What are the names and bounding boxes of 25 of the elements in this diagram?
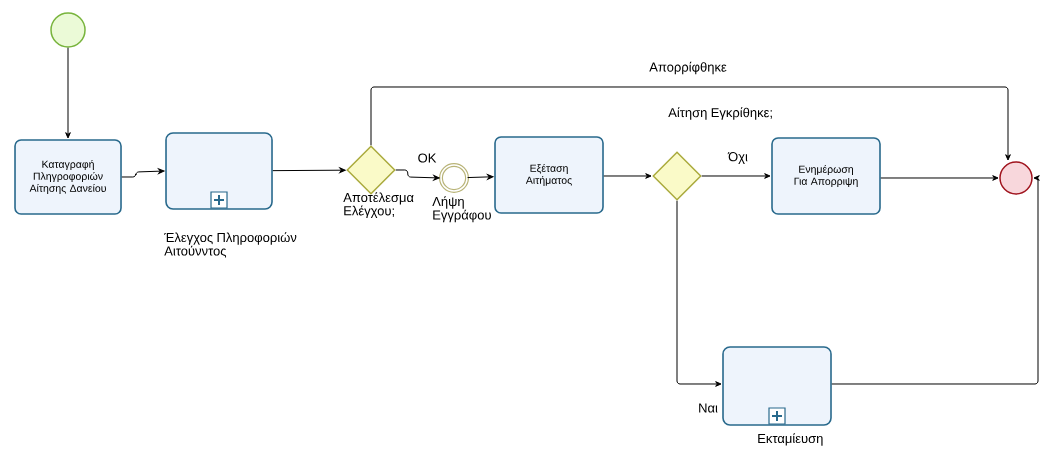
task-box: Καταγραφή Πληγροφοριών Αίτησης Δανείου xyxy=(14,139,122,215)
arrow xyxy=(467,174,494,180)
arrow xyxy=(831,175,1040,385)
task-box: Ενημέρωση Για Απορριψη xyxy=(771,137,881,215)
node-label: Εκταμίευση xyxy=(758,433,823,446)
edge-label: OK xyxy=(416,152,438,164)
task-box: Εξέταση Αιτήματος xyxy=(494,136,604,214)
node-label: Αίτηση Εγκρίθηκε; xyxy=(668,107,772,120)
arrow xyxy=(701,173,771,179)
edge-label: Απορρίφθηκε xyxy=(648,60,728,76)
arrow xyxy=(880,175,999,181)
arrow xyxy=(395,169,440,181)
edge-label: Όχι xyxy=(727,151,749,165)
arrow xyxy=(676,200,722,387)
arrow xyxy=(121,168,165,178)
arrow xyxy=(272,167,346,174)
arrow xyxy=(65,47,71,139)
end-event-circle xyxy=(999,161,1033,195)
edge-label: Ναι xyxy=(697,402,719,414)
node-label: Λήψη Εγγράφου xyxy=(432,196,491,223)
node-label: Αποτέλεσμα Ελέγχου; xyxy=(343,192,414,218)
start-event-circle xyxy=(50,12,86,48)
arrow xyxy=(370,86,1011,161)
arrow xyxy=(603,173,652,179)
node-label: Έλεγχος Πληροφοριών Αιτούνντος xyxy=(164,232,297,258)
